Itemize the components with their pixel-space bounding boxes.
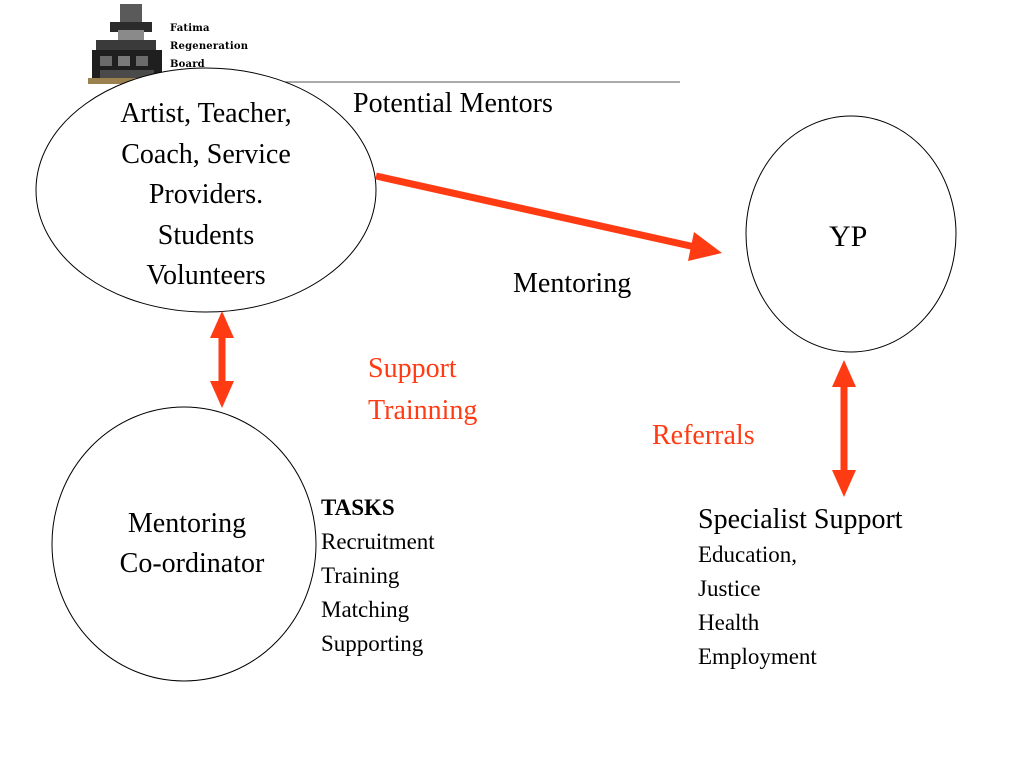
mentors-ellipse xyxy=(35,67,377,313)
task-item: Recruitment xyxy=(321,529,435,554)
mentors-line: Volunteers xyxy=(146,260,266,291)
referrals-double-arrow xyxy=(832,360,856,497)
mentoring-arrow xyxy=(375,172,722,261)
mentoring-label: Mentoring xyxy=(513,268,632,299)
mentors-line: Coach, Service xyxy=(121,138,291,170)
tasks-heading: TASKS xyxy=(321,495,395,520)
mentors-line: Artist, Teacher, xyxy=(120,98,292,129)
logo-building-icon xyxy=(88,2,166,84)
specialist-support-block: Specialist Support Education, Justice He… xyxy=(698,504,903,674)
tasks-list: TASKS Recruitment Training Matching Supp… xyxy=(321,491,435,661)
logo-line: Fatima xyxy=(170,23,210,34)
coordinator-line: Mentoring xyxy=(127,508,247,539)
coordinator-ellipse xyxy=(51,406,317,682)
support-double-arrow xyxy=(210,311,234,408)
mentors-line: Students xyxy=(157,219,255,251)
specialist-item: Employment xyxy=(698,644,817,669)
support-line: Support xyxy=(368,353,457,384)
specialist-item: Education, xyxy=(698,542,797,567)
yp-node-label: YP xyxy=(829,220,868,253)
training-line: Trainning xyxy=(368,395,478,426)
specialist-item: Health xyxy=(698,610,760,635)
task-item: Training xyxy=(321,563,400,588)
logo-text: Fatima Regeneration Board xyxy=(170,20,248,68)
specialist-items: Education, Justice Health Employment xyxy=(698,538,903,674)
mentors-line: Providers. xyxy=(148,179,264,210)
potential-mentors-label: Potential Mentors xyxy=(353,88,553,119)
logo-line: Regeneration xyxy=(170,41,249,52)
task-item: Supporting xyxy=(321,631,424,656)
coordinator-line: Co-ordinator xyxy=(119,548,265,579)
specialist-item: Justice xyxy=(698,576,761,601)
mentors-node-label: Artist, Teacher, Coach, Service Provider… xyxy=(76,94,336,297)
yp-ellipse xyxy=(745,115,957,353)
referrals-label: Referrals xyxy=(652,420,755,451)
coordinator-node-label: Mentoring Co-ordinator xyxy=(92,504,292,584)
support-training-label: Support Trainning xyxy=(368,348,477,432)
logo-line: Board xyxy=(170,59,205,68)
specialist-heading: Specialist Support xyxy=(698,504,903,535)
task-item: Matching xyxy=(321,597,410,622)
